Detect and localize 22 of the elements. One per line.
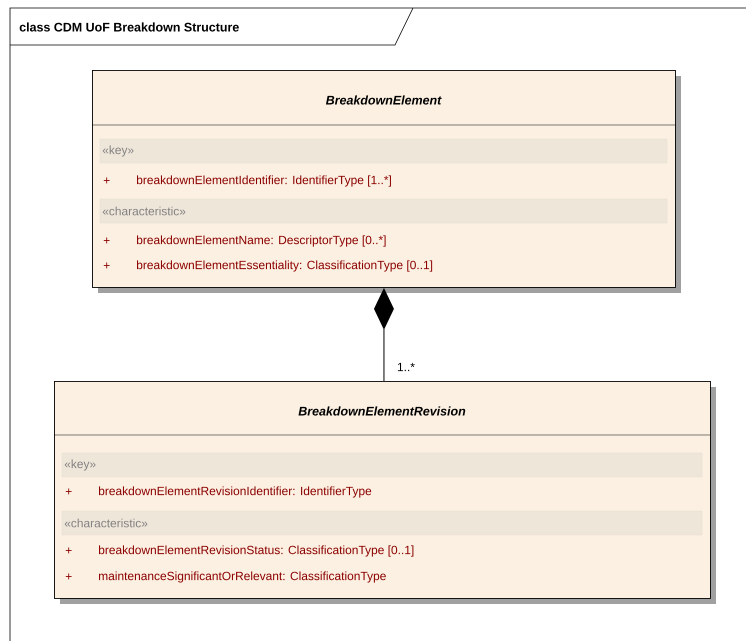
visibility-mark: + xyxy=(104,238,110,244)
attribute-text: maintenanceSignificantOrRelevant: ClassificationType xyxy=(99,571,386,583)
class-box xyxy=(92,70,681,293)
visibility-mark: + xyxy=(66,574,72,580)
attribute-text: breakdownElementRevisionStatus: ClassificationType [0..1] xyxy=(98,545,414,557)
attribute-text: breakdownElementRevisionIdentifier: IdentifierType xyxy=(98,486,372,498)
stereotype-band: «key» xyxy=(62,452,702,478)
stereotype-band: «characteristic» xyxy=(62,510,702,536)
visibility-mark: + xyxy=(104,262,110,268)
attribute-text: breakdownElementEssentiality: ClassificationType [0..1] xyxy=(136,260,432,272)
attribute-text: breakdownElementName: DescriptorType [0..*] xyxy=(136,235,386,247)
frame-title: class CDM UoF Breakdown Structure xyxy=(20,22,239,32)
class-box xyxy=(54,381,716,604)
visibility-mark: + xyxy=(66,548,72,554)
stereotype-band: «key» xyxy=(100,138,668,164)
class-name: BreakdownElement xyxy=(326,95,442,105)
visibility-mark: + xyxy=(66,488,72,494)
class-name: BreakdownElementRevision xyxy=(298,406,466,416)
stereotype-band: «characteristic» xyxy=(100,198,668,224)
multiplicity-label: 1..* xyxy=(398,362,415,372)
visibility-mark: + xyxy=(104,178,110,184)
attribute-text: breakdownElementIdentifier: IdentifierType [1..*] xyxy=(136,175,391,187)
